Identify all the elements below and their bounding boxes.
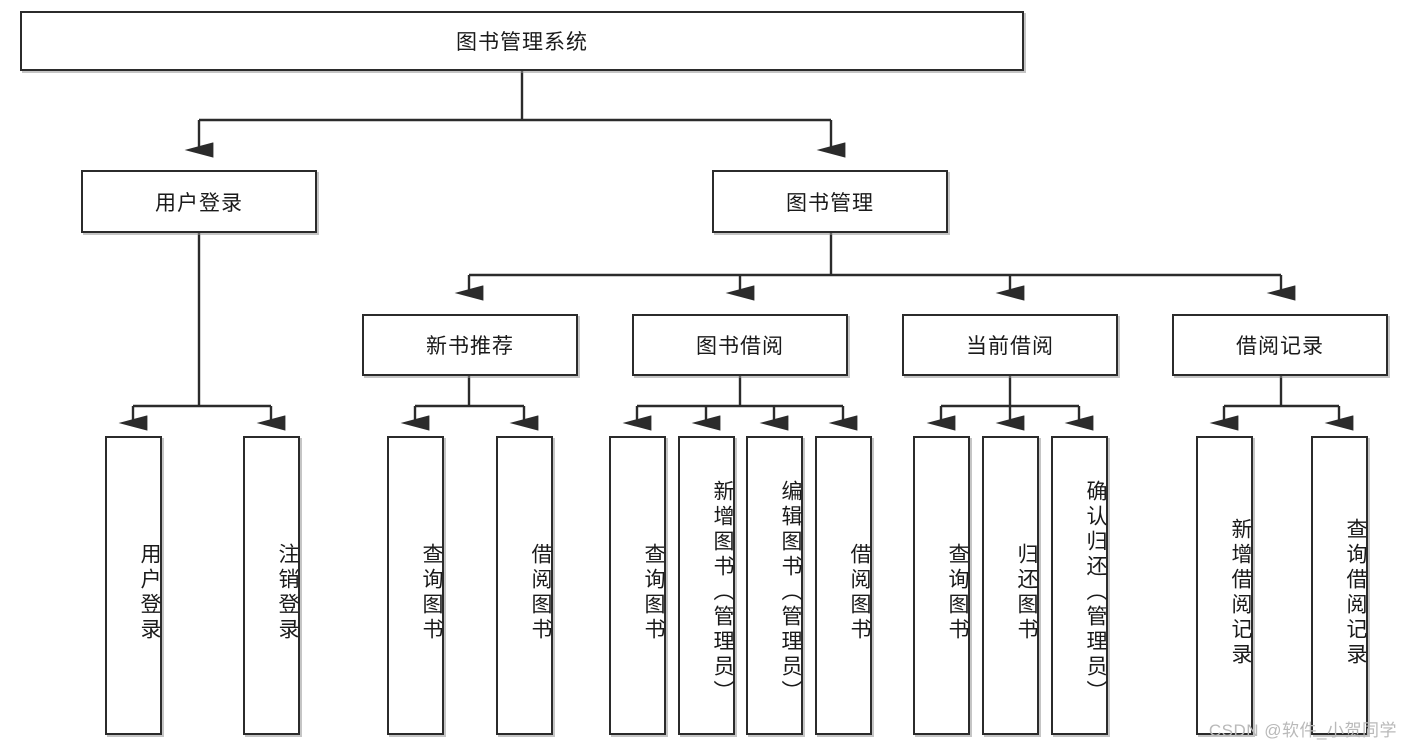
watermark-text: CSDN @软件_小贺同学 xyxy=(1208,721,1397,740)
node-book-management[interactable]: 图书管理 xyxy=(712,170,948,233)
leaf-current-borrow-confirm-return-admin[interactable]: 确认归还（管理员） xyxy=(1051,436,1108,735)
leaf-book-borrow-query-book[interactable]: 查询图书 xyxy=(609,436,666,735)
leaf-current-borrow-query-book[interactable]: 查询图书 xyxy=(913,436,970,735)
leaf-current-borrow-return-book[interactable]: 归还图书 xyxy=(982,436,1039,735)
leaf-new-book-query-book[interactable]: 查询图书 xyxy=(387,436,444,735)
node-label: 新增借阅记录 xyxy=(1229,517,1252,668)
node-label: 查询借阅记录 xyxy=(1344,517,1367,668)
leaf-book-borrow-borrow-book[interactable]: 借阅图书 xyxy=(815,436,872,735)
node-label: 图书管理系统 xyxy=(456,31,588,54)
node-label: 归还图书 xyxy=(1015,542,1038,643)
node-label: 查询图书 xyxy=(946,542,969,643)
node-borrow-record[interactable]: 借阅记录 xyxy=(1172,314,1388,376)
node-label: 图书借阅 xyxy=(696,335,784,358)
node-label: 用户登录 xyxy=(155,191,243,215)
node-label: 借阅图书 xyxy=(529,542,552,643)
node-user-login[interactable]: 用户登录 xyxy=(81,170,317,233)
node-label: 新增图书（管理员） xyxy=(711,480,734,705)
node-current-borrow[interactable]: 当前借阅 xyxy=(902,314,1118,376)
node-label: 查询图书 xyxy=(420,542,443,643)
node-label: 图书管理 xyxy=(786,191,874,215)
leaf-new-book-borrow-book[interactable]: 借阅图书 xyxy=(496,436,553,735)
leaf-book-borrow-add-book-admin[interactable]: 新增图书（管理员） xyxy=(678,436,735,735)
leaf-borrow-record-query-record[interactable]: 查询借阅记录 xyxy=(1311,436,1368,735)
leaf-book-borrow-edit-book-admin[interactable]: 编辑图书（管理员） xyxy=(746,436,803,735)
node-label: 查询图书 xyxy=(642,542,665,643)
leaf-user-login-logout[interactable]: 注销登录 xyxy=(243,436,300,735)
leaf-user-login-login[interactable]: 用户登录 xyxy=(105,436,162,735)
node-label: 当前借阅 xyxy=(966,335,1054,358)
node-label: 编辑图书（管理员） xyxy=(779,480,802,705)
node-root-system[interactable]: 图书管理系统 xyxy=(20,11,1024,71)
node-label: 借阅图书 xyxy=(848,542,871,643)
node-new-book-recommend[interactable]: 新书推荐 xyxy=(362,314,578,376)
node-label: 注销登录 xyxy=(276,542,299,643)
node-book-borrow[interactable]: 图书借阅 xyxy=(632,314,848,376)
node-label: 借阅记录 xyxy=(1236,335,1324,358)
node-label: 新书推荐 xyxy=(426,335,514,358)
node-label: 确认归还（管理员） xyxy=(1084,480,1107,705)
leaf-borrow-record-add-record[interactable]: 新增借阅记录 xyxy=(1196,436,1253,735)
node-label: 用户登录 xyxy=(138,542,161,643)
